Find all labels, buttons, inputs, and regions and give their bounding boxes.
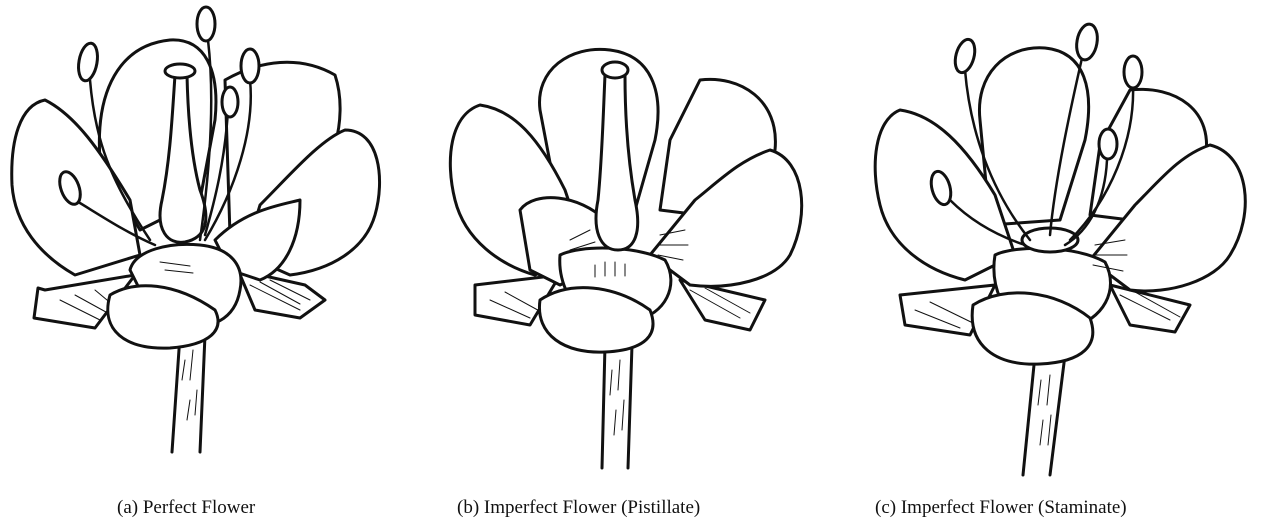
caption-pistillate-flower: (b) Imperfect Flower (Pistillate) bbox=[457, 497, 700, 519]
caption-staminate-flower: (c) Imperfect Flower (Staminate) bbox=[875, 497, 1127, 519]
panel-staminate-flower: (c) Imperfect Flower (Staminate) bbox=[855, 0, 1266, 524]
stem bbox=[172, 335, 205, 452]
caption-perfect-flower: (a) Perfect Flower bbox=[117, 497, 255, 519]
stem bbox=[1023, 355, 1065, 475]
stem-hatching bbox=[1038, 375, 1051, 445]
panel-perfect-flower: (a) Perfect Flower bbox=[0, 0, 400, 524]
pistillate-flower-illustration bbox=[420, 0, 840, 490]
perfect-flower-illustration bbox=[0, 0, 400, 490]
stem bbox=[602, 345, 632, 468]
stigma bbox=[165, 64, 195, 78]
stem-hatching bbox=[182, 350, 197, 420]
stem-hatching bbox=[610, 360, 624, 435]
stigma bbox=[602, 62, 628, 78]
anther-4 bbox=[222, 87, 238, 117]
anther-3 bbox=[241, 49, 259, 83]
anther-1 bbox=[76, 42, 100, 83]
anther-4 bbox=[1099, 129, 1117, 159]
anther-2 bbox=[197, 7, 215, 41]
anther-2 bbox=[1074, 23, 1100, 62]
anther-3 bbox=[1124, 56, 1142, 88]
sepal-right bbox=[680, 280, 765, 330]
anther-1 bbox=[952, 37, 978, 75]
panel-pistillate-flower: (b) Imperfect Flower (Pistillate) bbox=[420, 0, 840, 524]
staminate-flower-illustration bbox=[855, 0, 1266, 490]
